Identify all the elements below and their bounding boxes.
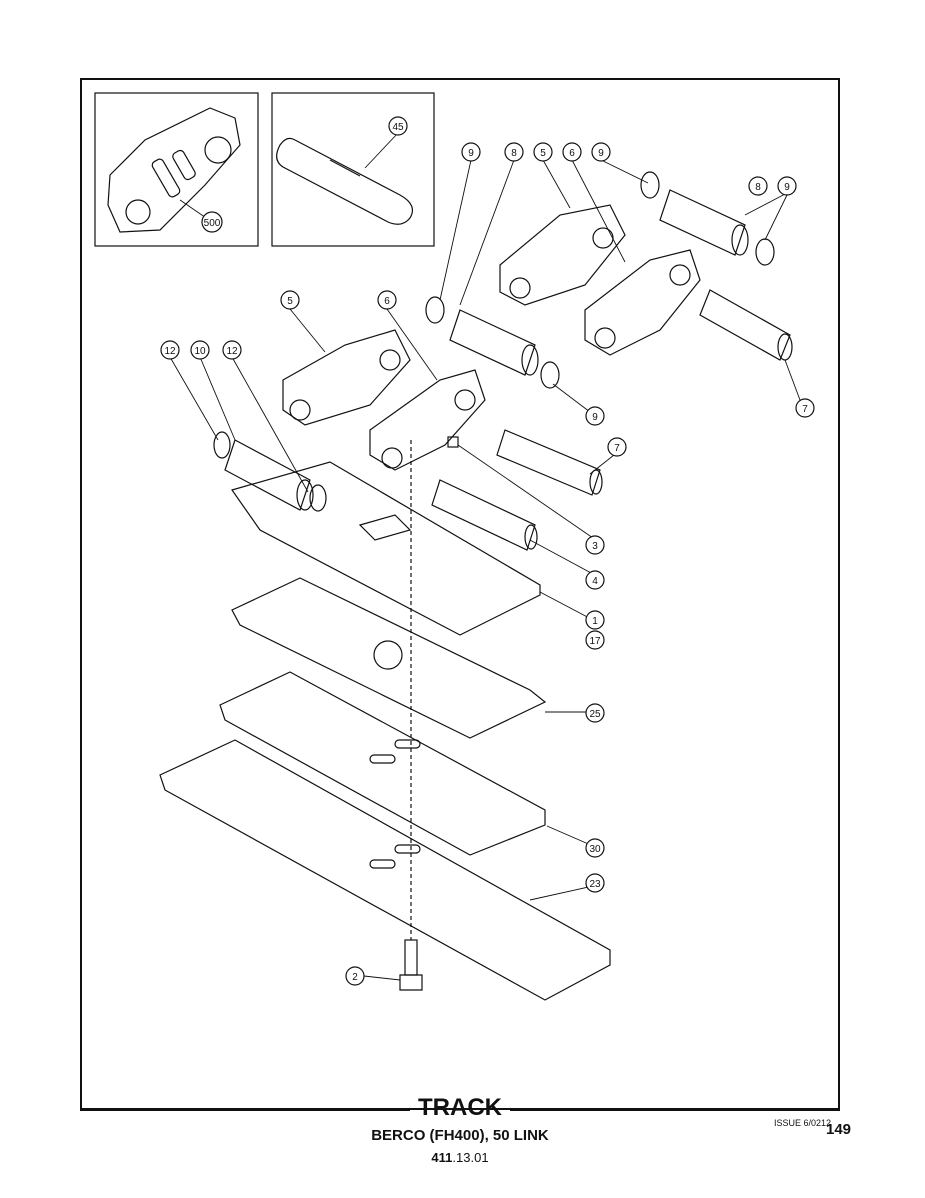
callout-12-b: 12 bbox=[222, 340, 242, 360]
upper-pin bbox=[699, 289, 793, 361]
callout-9-d: 9 bbox=[585, 406, 605, 426]
callout-23: 23 bbox=[585, 873, 605, 893]
callout-1: 1 bbox=[585, 610, 605, 630]
svg-text:23: 23 bbox=[589, 879, 601, 890]
issue-label: ISSUE 6/0212 bbox=[774, 1118, 831, 1128]
callout-9-a: 9 bbox=[461, 142, 481, 162]
lower-link-pair bbox=[282, 329, 486, 471]
lower-bushing bbox=[213, 431, 327, 512]
callout-7-b: 7 bbox=[607, 437, 627, 457]
svg-text:1: 1 bbox=[592, 616, 598, 627]
svg-text:4: 4 bbox=[592, 576, 598, 587]
svg-text:8: 8 bbox=[511, 148, 517, 159]
svg-text:9: 9 bbox=[592, 412, 598, 423]
page-number: 149 bbox=[826, 1121, 852, 1138]
svg-text:17: 17 bbox=[589, 636, 601, 647]
callout-4: 4 bbox=[585, 570, 605, 590]
svg-text:10: 10 bbox=[194, 346, 206, 357]
lower-pins bbox=[431, 429, 603, 551]
leader-lines bbox=[169, 132, 801, 981]
document-number-rest: .13.01 bbox=[452, 1150, 489, 1165]
callout-12-a: 12 bbox=[160, 340, 180, 360]
svg-text:45: 45 bbox=[392, 122, 404, 133]
issue-suffix: 12 bbox=[821, 1118, 832, 1128]
callout-3: 3 bbox=[585, 535, 605, 555]
callout-6-a: 6 bbox=[562, 142, 582, 162]
inset-link-box bbox=[94, 92, 259, 247]
svg-text:9: 9 bbox=[468, 148, 474, 159]
svg-text:12: 12 bbox=[164, 346, 176, 357]
callout-9-b: 9 bbox=[591, 142, 611, 162]
title-rule-left bbox=[80, 1109, 410, 1111]
inset-pin-box bbox=[271, 92, 435, 247]
inset-pin-illustration bbox=[276, 137, 413, 225]
callout-8-b: 8 bbox=[748, 176, 768, 196]
track-shoe-30 bbox=[219, 671, 546, 856]
svg-text:5: 5 bbox=[287, 296, 293, 307]
inset-link-illustration bbox=[107, 107, 241, 233]
callout-500: 500 bbox=[201, 211, 223, 233]
svg-text:3: 3 bbox=[592, 541, 598, 552]
track-shoe-23 bbox=[159, 739, 611, 1001]
page-subtitle: BERCO (FH400), 50 LINK bbox=[371, 1127, 549, 1144]
nut bbox=[447, 436, 459, 448]
svg-text:8: 8 bbox=[755, 182, 761, 193]
callout-17: 17 bbox=[585, 630, 605, 650]
upper-bushing bbox=[449, 189, 749, 376]
svg-text:9: 9 bbox=[784, 182, 790, 193]
callout-2: 2 bbox=[345, 966, 365, 986]
svg-text:5: 5 bbox=[540, 148, 546, 159]
document-number: 411.13.01 bbox=[340, 1150, 580, 1165]
callout-8-a: 8 bbox=[504, 142, 524, 162]
document-number-bold: 411 bbox=[431, 1150, 453, 1165]
page-title: TRACK bbox=[418, 1094, 502, 1121]
svg-text:6: 6 bbox=[384, 296, 390, 307]
upper-link-pair bbox=[499, 204, 701, 356]
callout-25: 25 bbox=[585, 703, 605, 723]
callout-9-c: 9 bbox=[777, 176, 797, 196]
svg-text:7: 7 bbox=[614, 443, 620, 454]
svg-text:500: 500 bbox=[204, 218, 221, 229]
callout-10: 10 bbox=[190, 340, 210, 360]
issue-text: ISSUE 6/02 bbox=[774, 1118, 822, 1128]
svg-text:12: 12 bbox=[226, 346, 238, 357]
callout-6-b: 6 bbox=[377, 290, 397, 310]
svg-text:2: 2 bbox=[352, 972, 358, 983]
callout-45: 45 bbox=[388, 116, 408, 136]
callout-7-a: 7 bbox=[795, 398, 815, 418]
track-shoe-1 bbox=[231, 461, 541, 636]
svg-text:30: 30 bbox=[589, 844, 601, 855]
callout-5-a: 5 bbox=[533, 142, 553, 162]
svg-text:6: 6 bbox=[569, 148, 575, 159]
track-shoe-25 bbox=[231, 577, 547, 739]
drawing-frame bbox=[80, 78, 840, 1110]
svg-text:9: 9 bbox=[598, 148, 604, 159]
title-rule-right bbox=[510, 1109, 840, 1111]
bolt bbox=[399, 939, 423, 991]
callout-5-b: 5 bbox=[280, 290, 300, 310]
upper-seals bbox=[425, 171, 775, 389]
svg-text:25: 25 bbox=[589, 709, 601, 720]
callout-30: 30 bbox=[585, 838, 605, 858]
svg-text:7: 7 bbox=[802, 404, 808, 415]
